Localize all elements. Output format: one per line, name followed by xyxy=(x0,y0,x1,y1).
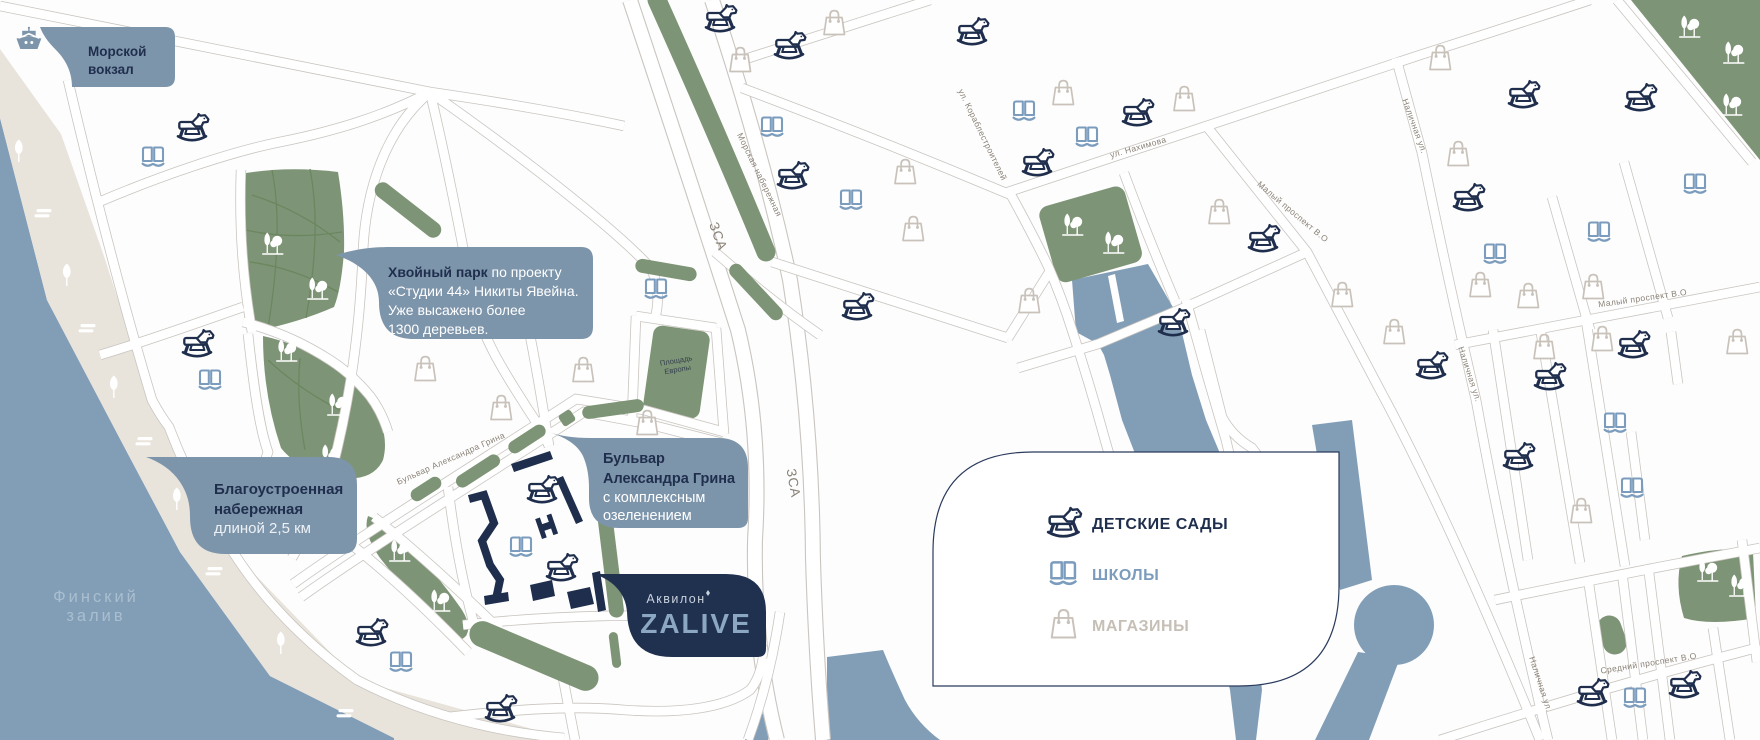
svg-text:длиной 2,5 км: длиной 2,5 км xyxy=(214,520,311,537)
svg-text:МАГАЗИНЫ: МАГАЗИНЫ xyxy=(1092,618,1189,635)
svg-text:Благоустроенная: Благоустроенная xyxy=(214,481,343,498)
svg-text:ШКОЛЫ: ШКОЛЫ xyxy=(1092,567,1159,584)
svg-text:ДЕТСКИЕ САДЫ: ДЕТСКИЕ САДЫ xyxy=(1092,516,1228,533)
svg-text:с комплексным: с комплексным xyxy=(603,490,705,506)
svg-text:Аквилон: Аквилон xyxy=(646,592,705,606)
svg-text:Бульвар: Бульвар xyxy=(603,451,665,467)
svg-text:1300 деревьев.: 1300 деревьев. xyxy=(388,321,488,337)
svg-text:вокзал: вокзал xyxy=(88,62,134,77)
svg-text:ЗСА: ЗСА xyxy=(783,467,803,499)
svg-text:ZALIVE: ZALIVE xyxy=(640,608,752,639)
svg-text:Уже высажено более: Уже высажено более xyxy=(388,302,526,318)
svg-text:набережная: набережная xyxy=(214,501,303,518)
svg-text:озеленением: озеленением xyxy=(603,508,692,524)
svg-text:Морской: Морской xyxy=(88,44,146,59)
svg-text:Финский: Финский xyxy=(53,588,139,606)
svg-text:«Студии 44» Никиты Явейна.: «Студии 44» Никиты Явейна. xyxy=(388,283,579,299)
svg-text:залив: залив xyxy=(66,607,125,625)
svg-text:Александра Грина: Александра Грина xyxy=(603,471,736,487)
svg-text:Хвойный парк по проекту: Хвойный парк по проекту xyxy=(388,264,562,280)
